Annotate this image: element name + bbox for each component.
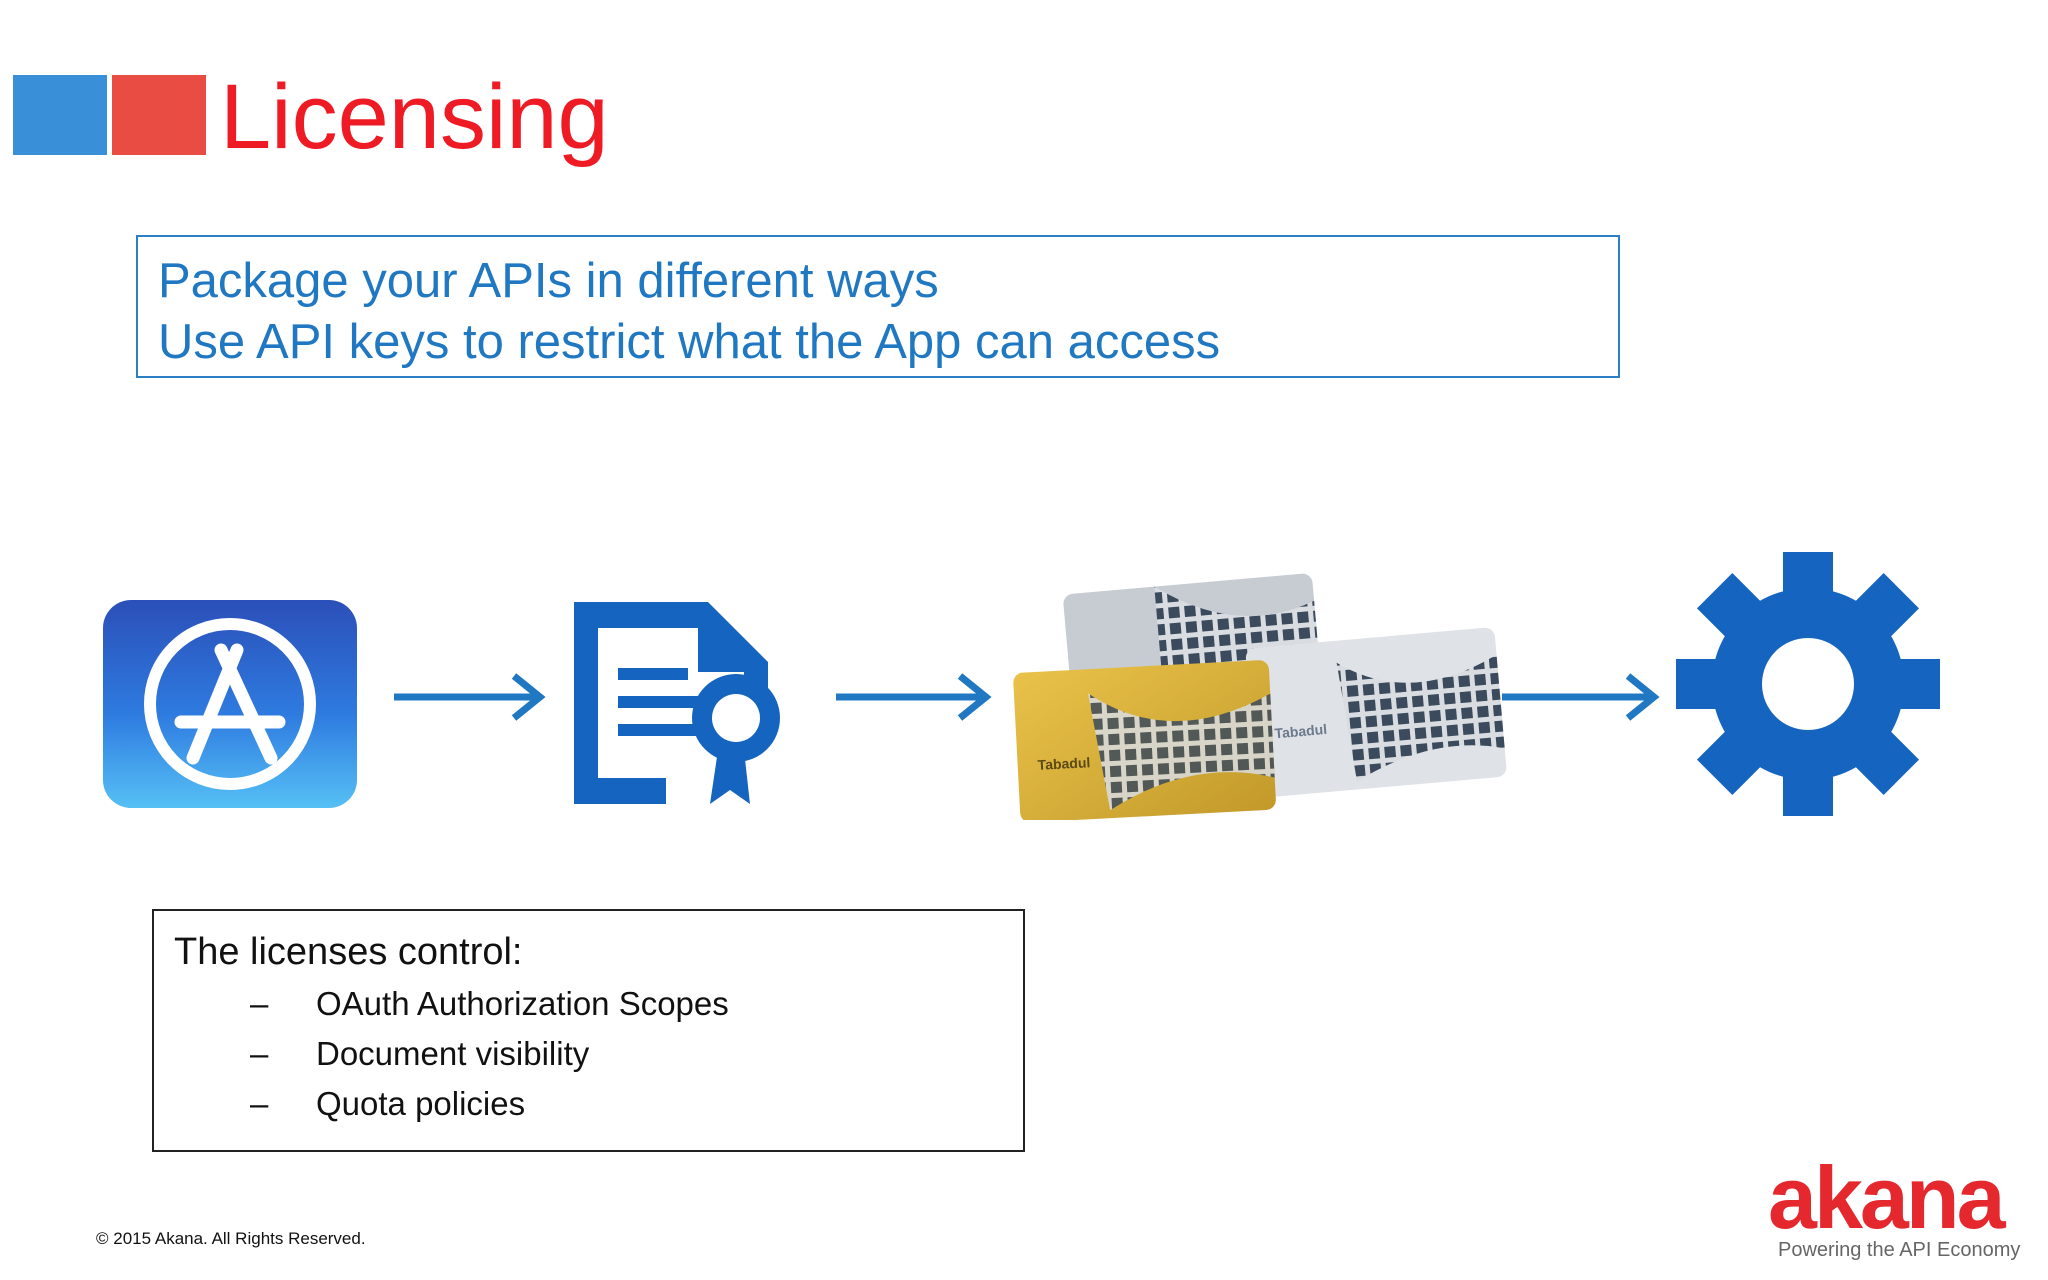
licenses-heading: The licenses control: [174,931,523,973]
brand-tagline: Powering the API Economy [1778,1239,2021,1261]
license-item-label: OAuth Authorization Scopes [316,985,729,1022]
bullet-dash: – [250,1085,269,1122]
license-item-label: Document visibility [316,1035,590,1072]
slide-title: Licensing [220,66,609,168]
logo-square-red [112,75,206,155]
copyright-notice: © 2015 Akana. All Rights Reserved. [96,1229,366,1248]
akana-logo: akana [1768,1148,2006,1247]
licenses-box: The licenses control: – OAuth Authorizat… [152,909,1025,1152]
license-certificate-icon [574,602,780,804]
license-item: – OAuth Authorization Scopes [174,979,1003,1029]
bullet-dash: – [250,985,269,1022]
bullet-dash: – [250,1035,269,1072]
flow-arrow-2 [836,673,992,721]
license-item: – Document visibility [174,1029,1003,1079]
logo-square-blue [13,75,107,155]
license-item-label: Quota policies [316,1085,526,1122]
flow-arrow-1 [394,673,546,721]
intro-line-2: Use API keys to restrict what the App ca… [158,315,1221,369]
api-key-cards-icon: Tabadul Tabadul [1013,573,1507,820]
intro-line-1: Package your APIs in different ways [158,254,939,308]
intro-box: Package your APIs in different ways Use … [136,235,1620,378]
flow-arrow-3 [1502,673,1660,721]
gear-icon [1676,552,1940,816]
license-item: – Quota policies [174,1079,1003,1129]
card-brand-label-gold: Tabadul [1037,754,1090,773]
app-store-icon [103,600,357,808]
card-brand-label: Tabadul [1274,721,1328,742]
